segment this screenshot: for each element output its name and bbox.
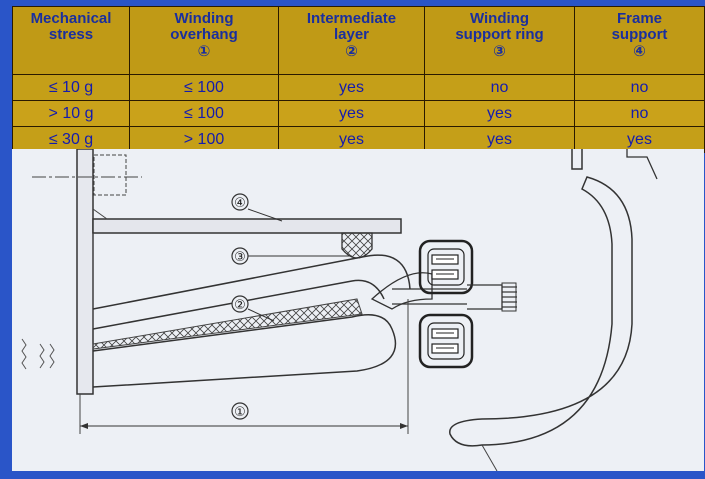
- table-cell: ≤ 30 g: [12, 126, 130, 153]
- table-row: ≤ 30 g > 100 yes yes yes: [12, 126, 705, 153]
- table-cell: no: [574, 100, 705, 127]
- callout-4: ④: [231, 193, 283, 222]
- break-mark: [39, 343, 45, 369]
- stator-frame-wall: [76, 149, 94, 395]
- lower-coil-leg: [92, 314, 397, 388]
- intermediate-layer: [92, 298, 363, 350]
- connection-bundle: [467, 282, 517, 312]
- table-cell: yes: [278, 74, 425, 101]
- housing-wall: [571, 149, 583, 170]
- table-cell: yes: [424, 126, 575, 153]
- dimension-arrow: [80, 423, 88, 429]
- bearing-shield: [449, 176, 633, 447]
- frame-support-bar: [92, 218, 402, 234]
- upper-coil-leg: [92, 279, 385, 330]
- table-cell: yes: [574, 126, 705, 153]
- table-cell: no: [424, 74, 575, 101]
- table-cell: > 10 g: [12, 100, 130, 127]
- upper-coil-leg: [92, 254, 411, 310]
- break-mark: [49, 343, 55, 369]
- upper-coil-clamp: [418, 239, 474, 295]
- table-cell: yes: [278, 100, 425, 127]
- callout-4-label: ④: [234, 196, 246, 211]
- winding-overhang-diagram: ④ ③ ② ①: [12, 149, 704, 471]
- table-row: > 10 g ≤ 100 yes yes no: [12, 100, 705, 127]
- table-cell: ≤ 100: [129, 74, 279, 101]
- table-cell: ≤ 100: [129, 100, 279, 127]
- lower-coil-clamp: [418, 313, 474, 369]
- table-row: ≤ 10 g ≤ 100 yes no no: [12, 74, 705, 101]
- callout-2: ②: [231, 295, 275, 322]
- callout-3: ③: [231, 247, 352, 265]
- table-cell: ≤ 10 g: [12, 74, 130, 101]
- housing-wall: [626, 149, 658, 180]
- table-cell: no: [574, 74, 705, 101]
- callout-3-label: ③: [234, 250, 246, 265]
- dimension-arrow: [400, 423, 408, 429]
- callout-1: ①: [231, 402, 249, 420]
- shield-leader: [481, 444, 498, 471]
- winding-support-ring: [341, 232, 373, 259]
- break-mark: [21, 338, 27, 370]
- end-winding-nose: [370, 272, 433, 310]
- frame-support-strut: [92, 208, 108, 220]
- callout-1-label: ①: [234, 405, 246, 420]
- table-cell: yes: [424, 100, 575, 127]
- terminal-box: [93, 154, 127, 196]
- callout-2-label: ②: [234, 298, 246, 313]
